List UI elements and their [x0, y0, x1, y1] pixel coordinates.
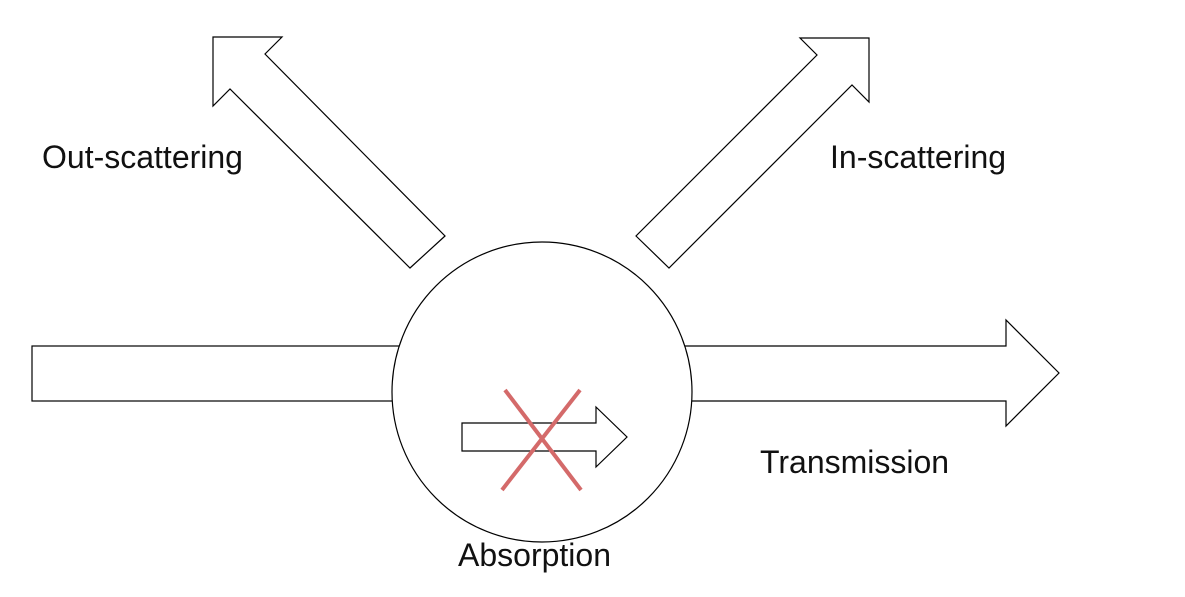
incoming-beam: [31, 345, 413, 402]
cross-icon: [500, 388, 583, 492]
in-scattering-arrow: [635, 37, 870, 269]
particle-circle: [391, 241, 693, 543]
absorption-label: Absorption: [458, 537, 611, 573]
out-scattering-label: Out-scattering: [42, 139, 243, 175]
transmission-arrow: [671, 318, 1060, 428]
cross-line-2: [500, 388, 582, 492]
transmission-label: Transmission: [760, 444, 949, 480]
in-scattering-label: In-scattering: [830, 139, 1006, 175]
out-scattering-arrow: [212, 36, 446, 269]
